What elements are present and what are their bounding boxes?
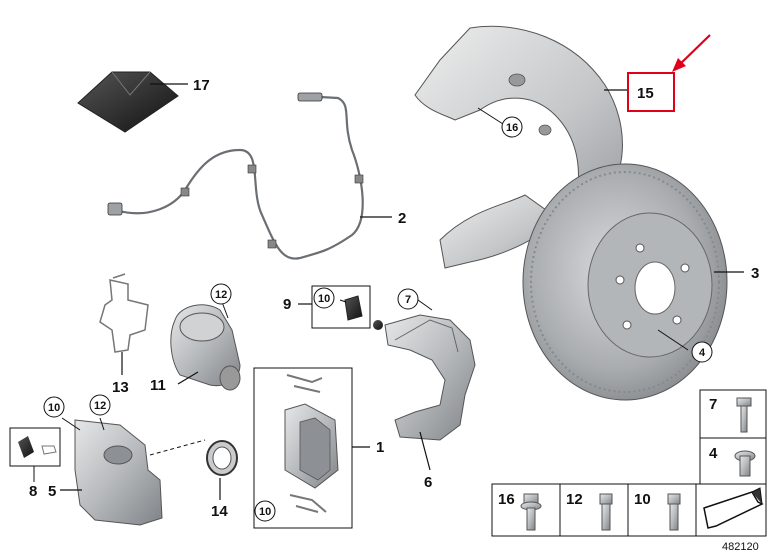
- part-17-cover: [77, 71, 188, 133]
- label-13: 13: [112, 379, 129, 396]
- label-2: 2: [398, 210, 406, 227]
- legend-12: 12: [566, 491, 583, 508]
- legend-4: 4: [709, 445, 718, 462]
- label-1: 1: [376, 439, 384, 456]
- bolt-7-icon: [736, 397, 752, 433]
- part-14-seal: [206, 440, 238, 500]
- bolt-4-icon: [734, 450, 756, 477]
- part-11-actuator: [170, 301, 241, 391]
- label-8: 8: [29, 483, 37, 500]
- label-12-a: 12: [215, 289, 227, 301]
- label-10-c: 10: [259, 506, 271, 518]
- label-10-a: 10: [318, 293, 330, 305]
- part-9-kit: [298, 285, 383, 330]
- arrow-symbol-icon: [703, 487, 764, 529]
- label-12-b: 12: [94, 400, 106, 412]
- label-17: 17: [193, 77, 210, 94]
- part-8-clip: [9, 427, 61, 482]
- label-10-b: 10: [48, 402, 60, 414]
- label-4: 4: [699, 347, 706, 359]
- part-3-brake-disc: [522, 163, 744, 401]
- legend: [491, 389, 767, 537]
- bolt-16-icon: [520, 493, 542, 531]
- part-5-caliper: [60, 417, 206, 526]
- part-1-brake-pads: [253, 367, 370, 529]
- part-2-wear-sensor: [107, 92, 392, 260]
- label-7: 7: [405, 294, 411, 306]
- legend-16: 16: [498, 491, 515, 508]
- part-13-bracket: [99, 273, 149, 375]
- label-14: 14: [211, 503, 228, 520]
- bolt-10-icon: [667, 493, 681, 531]
- part-15-dust-shield: [414, 25, 628, 269]
- label-3: 3: [751, 265, 759, 282]
- label-5: 5: [48, 483, 56, 500]
- highlight-15: [627, 34, 711, 112]
- legend-7: 7: [709, 396, 717, 413]
- bolt-12-icon: [599, 493, 613, 531]
- label-9: 9: [283, 296, 291, 313]
- drawing-id: 482120: [722, 541, 759, 553]
- legend-10: 10: [634, 491, 651, 508]
- label-15: 15: [637, 85, 654, 102]
- label-11: 11: [150, 377, 166, 394]
- part-6-caliper-carrier: [384, 299, 476, 471]
- circled-labels: [43, 116, 713, 522]
- label-16: 16: [506, 122, 518, 134]
- label-6: 6: [424, 474, 432, 491]
